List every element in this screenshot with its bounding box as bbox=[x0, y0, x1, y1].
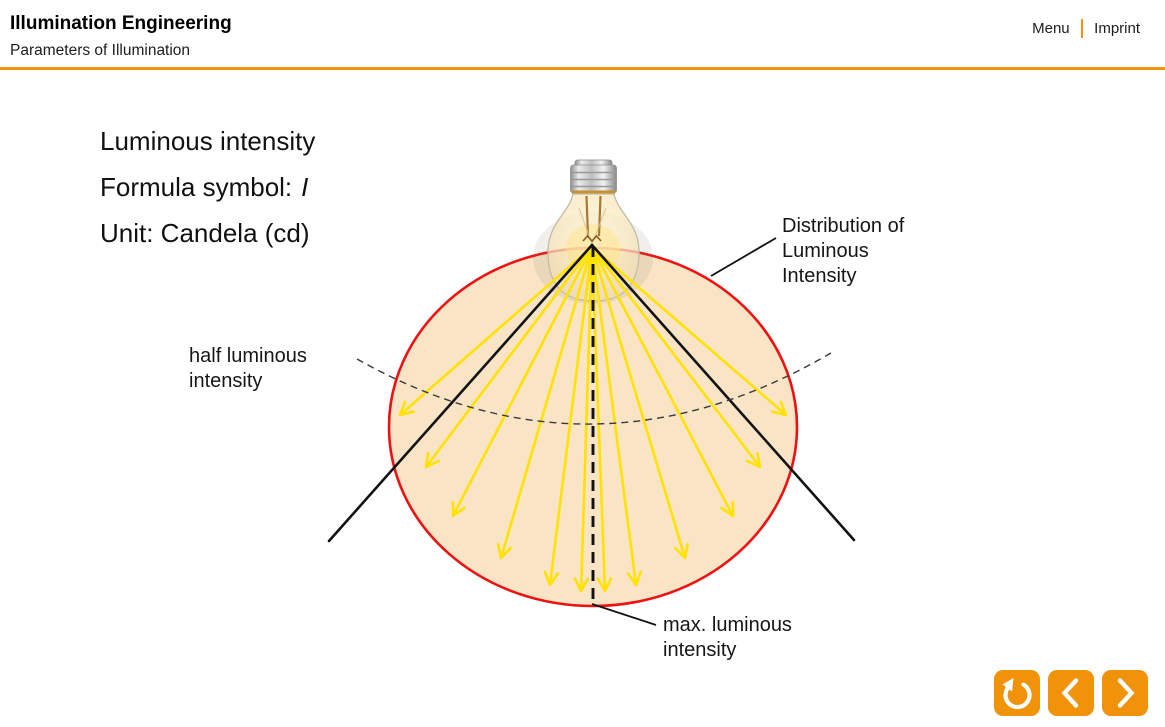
light-ray bbox=[590, 245, 735, 518]
light-rays bbox=[398, 245, 788, 593]
label-max-luminous-intensity: max. luminous intensity bbox=[663, 614, 792, 661]
label-distribution-of-luminous-intensity: Distribution of Luminous Intensity bbox=[782, 215, 905, 287]
prev-button[interactable] bbox=[1048, 670, 1094, 716]
light-ray bbox=[543, 245, 594, 587]
restart-icon bbox=[1002, 678, 1032, 710]
footer-nav bbox=[994, 670, 1148, 716]
light-ray bbox=[424, 245, 594, 469]
beam-boundary-right bbox=[590, 243, 856, 542]
restart-button[interactable] bbox=[994, 670, 1040, 716]
header-nav: Menu Imprint bbox=[1032, 19, 1140, 38]
fact-formula: Formula symbol: I bbox=[100, 174, 315, 201]
leader-line-distribution bbox=[710, 237, 777, 277]
bulb-glue-ring bbox=[572, 190, 615, 194]
nav-separator bbox=[1080, 19, 1084, 38]
formula-label: Formula symbol: bbox=[100, 172, 293, 202]
page-subtitle: Parameters of Illumination bbox=[10, 42, 191, 59]
bulb-filament bbox=[582, 234, 602, 243]
page-title: Illumination Engineering bbox=[10, 13, 232, 34]
beam-boundary-left bbox=[327, 243, 594, 543]
formula-symbol: I bbox=[301, 172, 309, 202]
half-intensity-arc bbox=[356, 352, 832, 425]
chevron-right-icon bbox=[1117, 678, 1135, 708]
chevron-left-icon bbox=[1061, 678, 1079, 708]
light-ray bbox=[398, 245, 594, 417]
light-ray bbox=[451, 245, 594, 518]
menu-link[interactable]: Menu bbox=[1032, 20, 1070, 37]
fact-block: Luminous intensity Formula symbol: I Unit… bbox=[100, 128, 315, 266]
light-ray bbox=[590, 245, 762, 469]
light-ray bbox=[590, 245, 689, 560]
bulb-stem-wires bbox=[585, 195, 602, 237]
light-ray bbox=[590, 245, 788, 417]
leader-line-max bbox=[591, 603, 657, 626]
fact-heading: Luminous intensity bbox=[100, 126, 316, 156]
light-ray bbox=[497, 245, 594, 560]
bulb-cap-ridges bbox=[571, 171, 616, 188]
fact-unit: Unit: Candela (cd) bbox=[100, 218, 310, 248]
light-ray bbox=[590, 245, 643, 587]
light-ray bbox=[573, 245, 594, 593]
label-half-luminous-intensity: half luminous intensity bbox=[189, 345, 307, 392]
next-button[interactable] bbox=[1102, 670, 1148, 716]
header-rule bbox=[0, 67, 1165, 70]
imprint-link[interactable]: Imprint bbox=[1094, 20, 1140, 37]
